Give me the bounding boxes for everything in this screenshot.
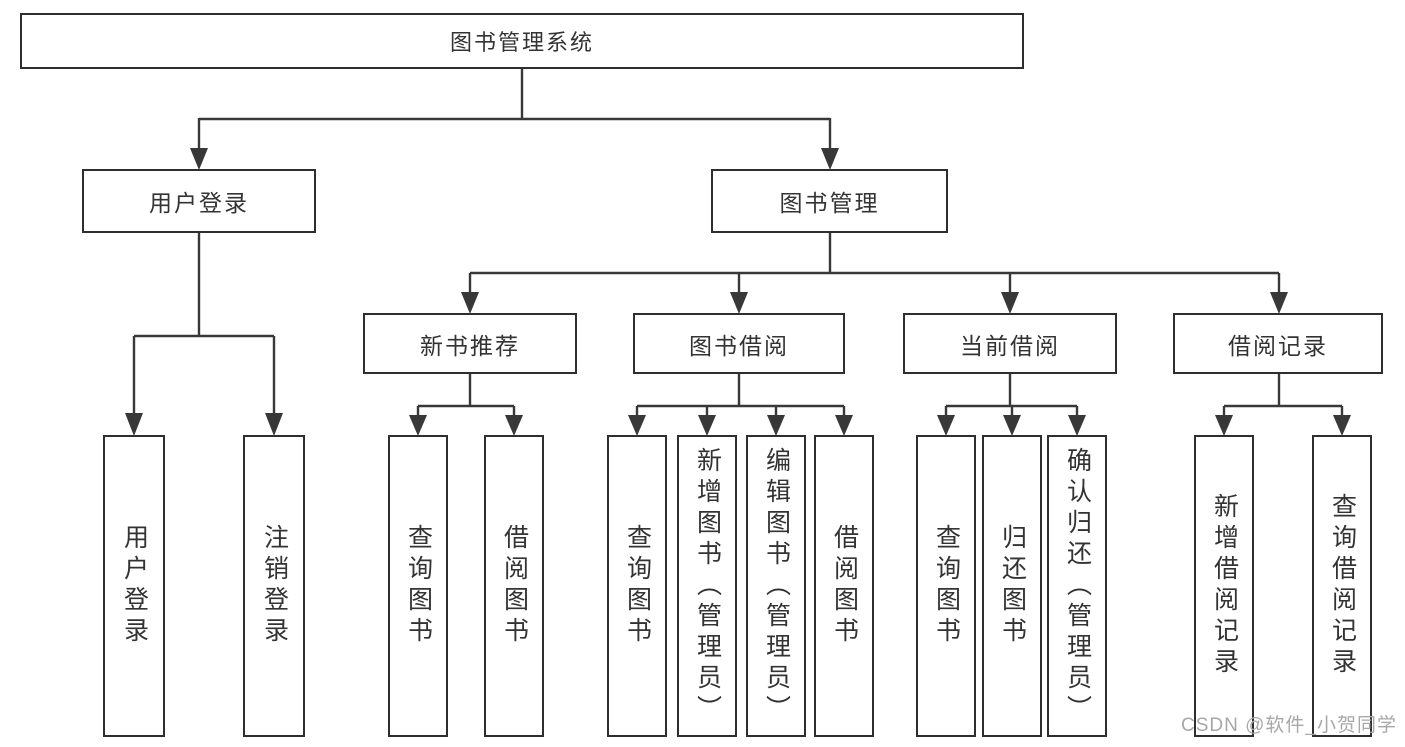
node-book-management-label: 图书管理 <box>779 190 880 216</box>
leaf-borrow-books-label: 借阅图书 <box>830 524 859 648</box>
leaf-query-books-recommend: 查询图书 <box>388 435 448 737</box>
node-new-book-recommend: 新书推荐 <box>363 313 577 374</box>
node-new-book-recommend-label: 新书推荐 <box>420 332 520 359</box>
leaf-query-books-borrow: 查询图书 <box>607 435 667 737</box>
leaf-query-books-current-label: 查询图书 <box>932 524 961 648</box>
leaf-logout: 注销登录 <box>243 435 305 737</box>
node-book-management: 图书管理 <box>711 169 948 233</box>
leaf-logout-label: 注销登录 <box>260 524 289 648</box>
leaf-return-books-label: 归还图书 <box>998 524 1027 648</box>
node-user-login-label: 用户登录 <box>149 190 249 216</box>
leaf-query-books-borrow-label: 查询图书 <box>623 524 652 648</box>
leaf-add-books-admin: 新增图书（管理员） <box>677 435 737 737</box>
leaf-query-borrow-record: 查询借阅记录 <box>1312 435 1372 737</box>
leaf-add-books-admin-label: 新增图书（管理员） <box>693 446 722 726</box>
leaf-edit-books-admin: 编辑图书（管理员） <box>746 435 806 737</box>
leaf-query-borrow-record-label: 查询借阅记录 <box>1328 493 1357 679</box>
leaf-borrow-books: 借阅图书 <box>814 435 874 737</box>
leaf-add-borrow-record: 新增借阅记录 <box>1194 435 1254 737</box>
node-library-system: 图书管理系统 <box>20 13 1024 69</box>
leaf-query-books-current: 查询图书 <box>916 435 976 737</box>
leaf-query-books-recommend-label: 查询图书 <box>404 524 433 648</box>
node-current-borrow-label: 当前借阅 <box>960 332 1060 359</box>
node-borrow-records-label: 借阅记录 <box>1228 332 1328 359</box>
node-borrow-records: 借阅记录 <box>1173 313 1383 374</box>
leaf-borrow-books-recommend-label: 借阅图书 <box>500 524 529 648</box>
node-book-borrow: 图书借阅 <box>633 313 845 374</box>
leaf-user-login-label: 用户登录 <box>120 524 149 648</box>
leaf-edit-books-admin-label: 编辑图书（管理员） <box>762 446 791 726</box>
leaf-add-borrow-record-label: 新增借阅记录 <box>1210 493 1239 679</box>
node-user-login: 用户登录 <box>82 169 316 233</box>
leaf-confirm-return-admin-label: 确认归还（管理员） <box>1063 446 1092 726</box>
leaf-confirm-return-admin: 确认归还（管理员） <box>1047 435 1107 737</box>
node-library-system-label: 图书管理系统 <box>449 30 594 55</box>
leaf-return-books: 归还图书 <box>982 435 1042 737</box>
node-current-borrow: 当前借阅 <box>903 313 1117 374</box>
leaf-borrow-books-recommend: 借阅图书 <box>484 435 544 737</box>
node-book-borrow-label: 图书借阅 <box>689 332 789 359</box>
leaf-user-login: 用户登录 <box>103 435 165 737</box>
